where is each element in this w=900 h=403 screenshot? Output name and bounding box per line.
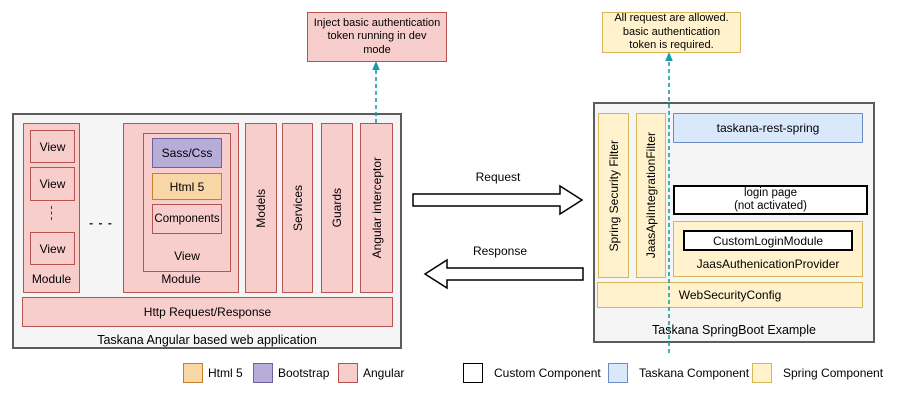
module-1: View View View Module [23, 123, 80, 293]
legend-item-angular: Angular [338, 362, 404, 384]
angular-app-panel: View View View Module - - - Sass/Css Htm… [12, 113, 402, 349]
guards-bar-label: Guards [330, 188, 344, 228]
view-box: View [30, 130, 75, 163]
legend-label: Bootstrap [278, 366, 330, 380]
jaas-api-integration-filter-label: JaasApiIntegrationFilter [644, 132, 658, 259]
auth-note: All request are allowed. basic authentic… [602, 12, 741, 53]
legend-item-spring: Spring Component [752, 362, 883, 384]
spring-security-filter-label: Spring Security Filter [606, 139, 621, 252]
module-2: Sass/Css Html 5 Components View Module [123, 123, 239, 293]
legend-item-html5: Html 5 [183, 362, 243, 384]
custom-login-module-box: CustomLoginModule [683, 230, 853, 251]
jaas-authentication-provider-box: CustomLoginModule JaasAuthenicationProvi… [673, 221, 863, 277]
springboot-panel: Spring Security Filter JaasApiIntegratio… [593, 102, 875, 343]
services-bar-label: Services [290, 184, 305, 231]
angular-app-title: Taskana Angular based web application [97, 333, 317, 347]
response-label: Response [472, 244, 528, 258]
sass-css-box: Sass/Css [152, 138, 222, 168]
http-request-response-bar: Http Request/Response [22, 297, 393, 327]
dev-mode-note: Inject basic authentication token runnin… [307, 12, 447, 62]
springboot-title: Taskana SpringBoot Example [652, 323, 816, 337]
legend-label: Taskana Component [639, 366, 750, 380]
vertical-ellipsis [51, 206, 52, 220]
view-box: View [30, 167, 75, 201]
guards-bar: Guards [321, 123, 353, 293]
legend-item-taskana: Taskana Component [608, 362, 749, 384]
components-box: Components [152, 204, 222, 234]
jaas-api-integration-filter-bar: JaasApiIntegrationFilter [636, 113, 666, 278]
legend-item-custom: Custom Component [463, 362, 601, 384]
view-container: Sass/Css Html 5 Components View [143, 133, 231, 272]
dev-note-arrowhead [372, 61, 380, 70]
html5-swatch [183, 363, 203, 383]
spring-component-swatch [752, 363, 772, 383]
web-security-config-box: WebSecurityConfig [597, 282, 863, 308]
taskana-rest-spring-box: taskana-rest-spring [673, 113, 863, 143]
jaas-authentication-provider-label: JaasAuthenicationProvider [696, 257, 840, 271]
legend-item-bootstrap: Bootstrap [253, 362, 329, 384]
module-separator: - - - [89, 216, 113, 230]
module-label: Module [31, 272, 72, 286]
angular-swatch [338, 363, 358, 383]
view-label: View [174, 249, 200, 263]
custom-component-swatch [463, 363, 483, 383]
login-page-box: login page (not activated) [673, 185, 868, 215]
module-label: Module [161, 272, 201, 286]
angular-interceptor-label: Angular interceptor [369, 157, 384, 259]
models-bar: Models [245, 123, 277, 293]
request-arrow [412, 184, 584, 216]
taskana-component-swatch [608, 363, 628, 383]
bootstrap-swatch [253, 363, 273, 383]
view-box: View [30, 232, 75, 265]
angular-interceptor-bar: Angular interceptor [360, 123, 393, 293]
response-arrow [423, 258, 584, 290]
spring-security-filter-bar: Spring Security Filter [598, 113, 629, 278]
legend-label: Html 5 [208, 366, 243, 380]
legend-label: Angular [363, 366, 405, 380]
services-bar: Services [282, 123, 313, 293]
models-bar-label: Models [254, 188, 268, 228]
html5-box: Html 5 [152, 173, 222, 200]
legend-label: Custom Component [494, 366, 601, 380]
request-label: Request [475, 170, 521, 184]
auth-note-arrowhead [665, 52, 673, 61]
legend-label: Spring Component [783, 366, 884, 380]
